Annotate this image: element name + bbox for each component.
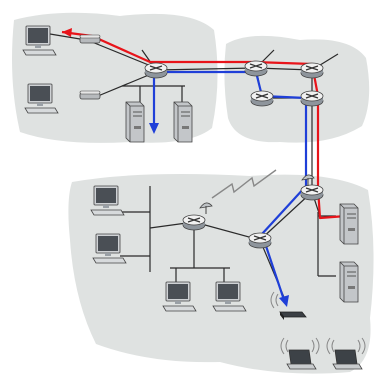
router-icon [182, 214, 206, 231]
wireless-link-icon [211, 169, 277, 199]
router-icon [300, 184, 324, 201]
server-icon [173, 101, 193, 143]
wireless-signal-icon [280, 337, 366, 355]
server-icon [339, 261, 359, 303]
enterprise-network-region [68, 174, 374, 374]
isp-network-region [224, 35, 370, 143]
path-red-arrowhead [62, 28, 72, 37]
satellite-dish-icon [199, 202, 213, 214]
wireless-access-point-icon [270, 291, 307, 320]
path-blue [152, 70, 308, 301]
modem-icon [79, 34, 101, 44]
router-icon [248, 232, 272, 249]
path-blue-arrowhead [149, 123, 159, 134]
router-icon [244, 60, 268, 77]
server-icon [125, 101, 145, 143]
router-icon [144, 62, 168, 79]
router-icon [300, 62, 324, 79]
path-blue-arrowhead-end [279, 295, 289, 307]
satellite-dish-icon [301, 174, 315, 186]
router-icon [300, 90, 324, 107]
modem-icon [79, 90, 101, 100]
router-icon [250, 90, 274, 107]
home-network-region [12, 12, 218, 143]
server-icon [339, 203, 359, 245]
